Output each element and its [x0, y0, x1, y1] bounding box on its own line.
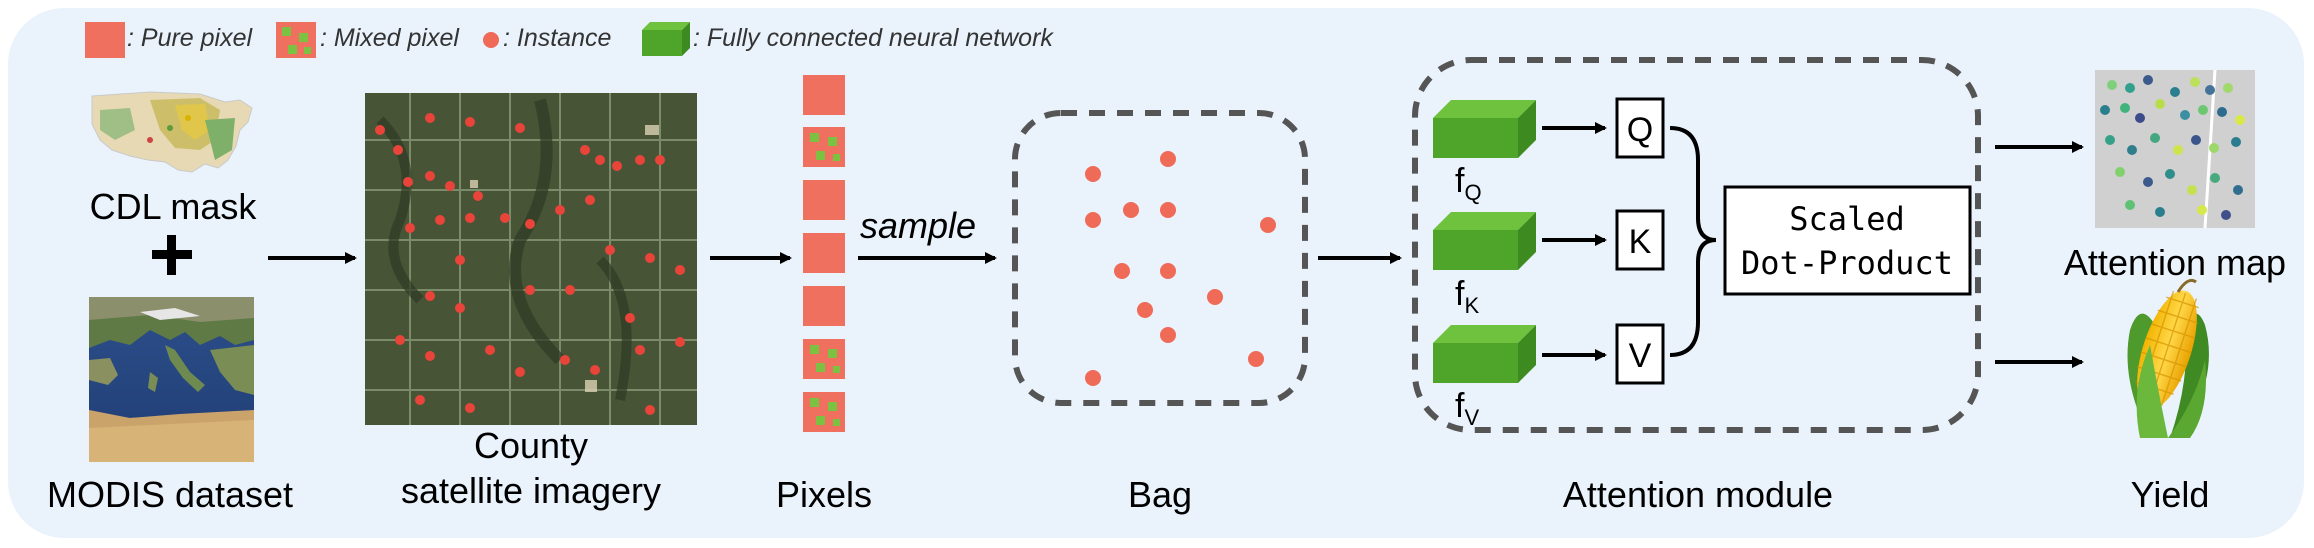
attention-map-image: [2095, 69, 2255, 229]
q-box: [1615, 97, 1665, 159]
county-label-line1: County: [473, 425, 589, 466]
v-box: [1615, 323, 1665, 385]
bag-label: Bag: [1127, 474, 1193, 515]
attention-map-label: Attention map: [2063, 242, 2287, 283]
fk-label: fK: [1455, 275, 1480, 318]
legend-fcnn-icon: [642, 22, 690, 56]
plus-icon: [152, 235, 192, 275]
modis-satellite-icon: [89, 297, 254, 462]
yield-label: Yield: [2130, 474, 2210, 515]
fv-label: fV: [1455, 387, 1480, 430]
fk-network-icon: [1433, 212, 1536, 270]
pixels-label: Pixels: [775, 474, 873, 515]
pure-pixel: [803, 286, 845, 326]
modis-label: MODIS dataset: [46, 474, 294, 515]
legend-mixed-pixel-icon: [276, 22, 316, 58]
cdl-mask-label: CDL mask: [89, 186, 257, 227]
mixed-pixel: [803, 392, 845, 432]
fq-network-icon: [1433, 100, 1536, 158]
sdp-line2: Dot-Product: [1741, 244, 1953, 282]
legend-mixed-pixel-label: : Mixed pixel: [320, 24, 459, 52]
pure-pixel: [803, 180, 845, 220]
mixed-pixel: [803, 339, 845, 379]
attention-module-label: Attention module: [1562, 474, 1834, 515]
county-satellite-image: [365, 93, 697, 425]
sdp-line1: Scaled: [1789, 200, 1905, 238]
v-label: V: [1629, 337, 1652, 375]
attention-module-container: [1412, 57, 1981, 433]
pixels-stack: [803, 75, 845, 432]
county-label-line2: satellite imagery: [400, 470, 662, 511]
brace-icon: [1669, 126, 1717, 357]
pure-pixel: [803, 233, 845, 273]
cdl-mask-map-icon: [91, 91, 253, 173]
corn-icon: [2127, 278, 2209, 438]
pure-pixel: [803, 75, 845, 115]
sample-label: sample: [860, 205, 977, 246]
bag-instances: [1085, 151, 1276, 386]
bag-container: [1012, 110, 1308, 406]
k-label: K: [1629, 223, 1652, 261]
legend-pure-pixel-label: : Pure pixel: [127, 24, 253, 52]
k-box: [1615, 209, 1665, 271]
legend-fcnn-label: : Fully connected neural network: [693, 24, 1053, 52]
scaled-dot-product-box: [1723, 185, 1972, 296]
legend-pure-pixel-icon: [85, 22, 125, 58]
legend-instance-label: : Instance: [503, 24, 612, 52]
fv-network-icon: [1433, 325, 1536, 383]
mixed-pixel: [803, 127, 845, 167]
fq-label: fQ: [1455, 162, 1482, 205]
legend-instance-icon: [483, 32, 499, 48]
q-label: Q: [1627, 111, 1653, 149]
